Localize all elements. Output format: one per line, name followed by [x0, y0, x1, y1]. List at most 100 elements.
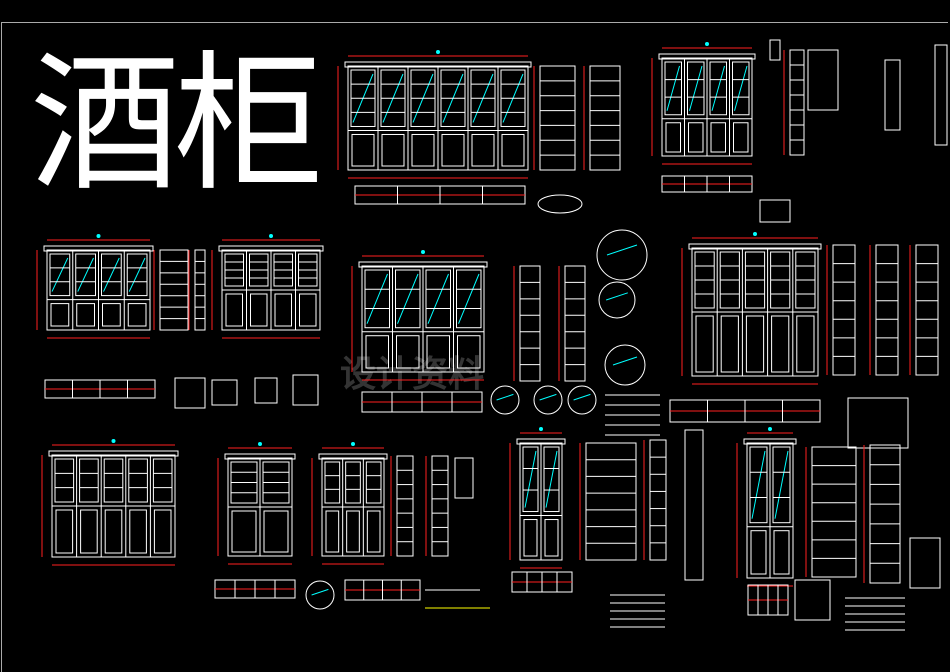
- door-panel: [749, 446, 768, 524]
- cabinet-section: [159, 249, 189, 331]
- molding-profile: [684, 429, 704, 581]
- cabinet-section: [585, 442, 637, 561]
- note-box: [769, 39, 781, 61]
- cad-line: [458, 273, 480, 324]
- dimension-marker: [96, 234, 101, 238]
- lower-door: [274, 293, 292, 327]
- cad-line: [524, 450, 537, 508]
- cabinet-section: [194, 249, 206, 331]
- cabinet-crown: [318, 453, 388, 460]
- lower-door: [471, 133, 495, 167]
- lower-door: [55, 509, 74, 554]
- lower-door: [76, 303, 95, 327]
- door-panel: [365, 461, 382, 504]
- door-panel: [456, 269, 482, 329]
- cad-line: [774, 450, 789, 519]
- door-panel: [126, 253, 148, 297]
- dimension-marker: [351, 442, 355, 446]
- detail-callout: [596, 229, 648, 281]
- lower-door: [153, 509, 172, 554]
- detail-callout: [533, 385, 563, 415]
- detail-callout: [490, 385, 520, 415]
- joint-detail: [794, 579, 831, 621]
- lower-door: [733, 122, 749, 153]
- dimension-marker: [111, 439, 116, 443]
- cad-line: [128, 257, 146, 292]
- door-panel: [152, 458, 173, 503]
- cad-line: [751, 450, 766, 519]
- molding-profile: [807, 49, 839, 111]
- door-panel: [324, 461, 341, 504]
- lower-door: [501, 133, 525, 167]
- molding-profile: [884, 59, 901, 131]
- lower-door: [771, 315, 790, 373]
- lower-door: [129, 509, 147, 554]
- lower-door: [688, 122, 704, 153]
- cad-line: [606, 244, 638, 256]
- lower-door: [710, 122, 726, 153]
- lower-door: [426, 335, 450, 369]
- lower-door: [773, 530, 790, 575]
- door-panel: [395, 269, 421, 329]
- lower-door: [250, 293, 268, 327]
- detail-callout: [604, 344, 646, 386]
- door-panel: [522, 446, 539, 513]
- cad-line: [427, 273, 449, 324]
- cad-line: [496, 393, 514, 401]
- cabinet-crown: [688, 243, 822, 250]
- lower-door: [225, 293, 243, 327]
- lower-door: [745, 315, 765, 373]
- section-detail: [847, 397, 909, 449]
- door-panel: [101, 253, 122, 297]
- lower-door: [346, 510, 360, 553]
- cabinet-section: [869, 444, 901, 584]
- joint-detail: [454, 457, 474, 499]
- door-panel: [543, 446, 560, 513]
- lower-door: [351, 133, 375, 167]
- cabinet-section: [915, 244, 939, 376]
- cabinet-section: [649, 439, 667, 561]
- lower-door: [80, 509, 98, 554]
- dimension-marker: [269, 234, 273, 238]
- lower-door: [796, 315, 815, 373]
- door-panel: [49, 253, 71, 297]
- door-panel: [103, 458, 124, 503]
- lower-door: [396, 335, 420, 369]
- lower-door: [523, 519, 538, 557]
- cad-line: [666, 65, 680, 111]
- door-panel: [664, 61, 682, 116]
- door-panel: [425, 269, 451, 329]
- cabinet-section: [519, 265, 541, 382]
- lower-door: [544, 519, 559, 557]
- cabinet-section: [811, 446, 857, 578]
- lower-door: [366, 510, 381, 553]
- cabinet-section: [875, 244, 899, 376]
- cad-line: [103, 257, 120, 292]
- joint-detail: [174, 377, 206, 409]
- lower-door: [411, 133, 435, 167]
- door-panel: [709, 61, 727, 116]
- lower-door: [127, 303, 147, 327]
- cabinet-section: [539, 65, 576, 171]
- lower-door: [381, 133, 405, 167]
- lower-door: [263, 510, 289, 553]
- detail-callout: [567, 385, 597, 415]
- door-panel: [128, 458, 148, 503]
- cad-line: [51, 257, 69, 292]
- cabinet-section: [431, 455, 449, 557]
- lower-door: [50, 303, 70, 327]
- dimension-marker: [539, 427, 543, 431]
- door-panel: [772, 446, 791, 524]
- profile-detail: [759, 199, 791, 223]
- cabinet-section: [589, 65, 621, 171]
- lower-door: [365, 335, 389, 369]
- lower-door: [325, 510, 340, 553]
- cabinet-section: [564, 265, 586, 382]
- joint-detail: [254, 377, 278, 404]
- door-panel: [687, 61, 705, 116]
- detail-callout: [305, 580, 335, 610]
- cad-line: [573, 393, 591, 401]
- cad-line: [397, 273, 419, 324]
